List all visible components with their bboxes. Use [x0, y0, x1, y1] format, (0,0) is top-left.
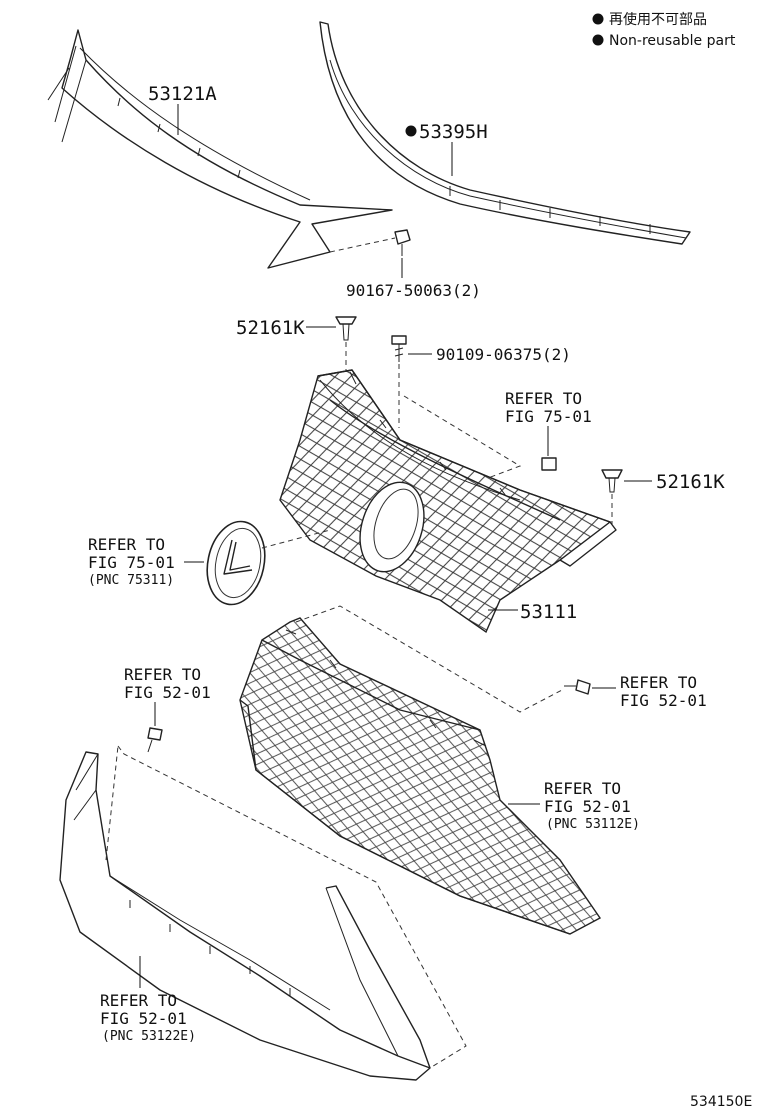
label-53111: 53111 [520, 601, 577, 623]
side-moulding-53395H [319, 21, 691, 245]
dashed-guide [261, 529, 331, 549]
ref-lower-moulding-line3: (PNC 53122E) [102, 1029, 196, 1044]
lower-moulding-53122E [59, 751, 431, 1081]
retainer-52161K-right [601, 469, 623, 493]
label-52161K-left: 52161K [236, 317, 305, 339]
dashed-guide [105, 745, 467, 1069]
ref-bolt-left-line1: REFER TO [124, 665, 201, 684]
non-reusable-dot-icon [405, 125, 417, 137]
legend-japanese: 再使用不可部品 [609, 11, 707, 28]
bolt-left [147, 727, 163, 753]
figure-code: 534150E [690, 1094, 752, 1110]
ref-bolt-left-line2: FIG 52-01 [124, 683, 211, 702]
dashed-guide [329, 237, 396, 253]
screw-90109-06375 [391, 335, 407, 362]
label-53121A: 53121A [148, 83, 217, 105]
ref-bolt-right-line1: REFER TO [620, 673, 697, 692]
ref-emblem-nut-line2: FIG 75-01 [505, 407, 592, 426]
clip-90167-50063 [394, 229, 411, 256]
ref-bolt-right-line2: FIG 52-01 [620, 691, 707, 710]
emblem-nut [541, 457, 557, 471]
legend-english: Non-reusable part [609, 33, 736, 49]
ref-emblem-line2: FIG 75-01 [88, 553, 175, 572]
upper-moulding-53121A [47, 29, 393, 269]
label-53395H: 53395H [419, 121, 488, 143]
retainer-52161K-left [335, 316, 357, 341]
ref-lower-moulding-line2: FIG 52-01 [100, 1009, 187, 1028]
ref-emblem-nut-line1: REFER TO [505, 389, 582, 408]
lower-grille-53112E [239, 617, 602, 935]
dashed-guide [403, 395, 522, 479]
ref-lower-moulding-line1: REFER TO [100, 991, 177, 1010]
label-90109-06375: 90109-06375(2) [436, 345, 571, 364]
label-52161K-right: 52161K [656, 471, 725, 493]
bolt-right [564, 679, 591, 695]
lexus-emblem [206, 520, 266, 606]
non-reusable-dot-icon [592, 34, 604, 46]
legend: 再使用不可部品 Non-reusable part [592, 11, 736, 49]
grille-53111 [279, 369, 617, 634]
ref-lower-grille-line2: FIG 52-01 [544, 797, 631, 816]
ref-lower-grille-line3: (PNC 53112E) [546, 817, 640, 832]
ref-emblem-line1: REFER TO [88, 535, 165, 554]
ref-lower-grille-line1: REFER TO [544, 779, 621, 798]
non-reusable-dot-icon [592, 13, 604, 25]
ref-emblem-line3: (PNC 75311) [88, 573, 174, 588]
label-90167-50063: 90167-50063(2) [346, 281, 481, 300]
dashed-guide [295, 605, 563, 713]
